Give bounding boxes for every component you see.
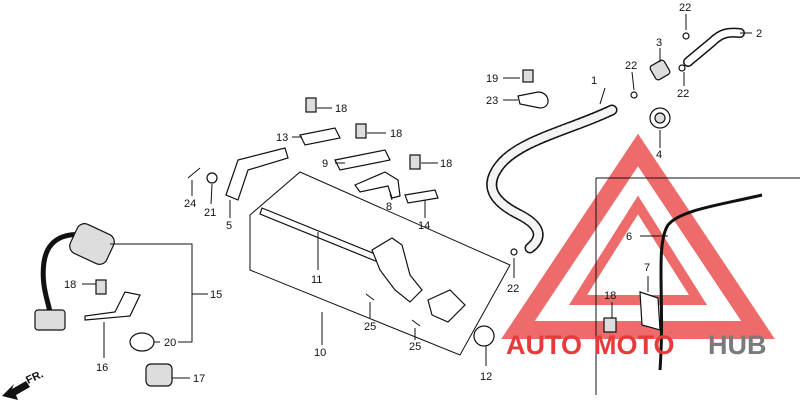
label-18-b: 18 (390, 128, 402, 140)
connector-15 (34, 309, 66, 331)
watermark-part2: MOTO (594, 330, 675, 360)
bolt-18-a (305, 97, 317, 113)
bolt-18-left (95, 279, 107, 295)
hose-1 (487, 106, 616, 252)
front-arrow-icon (2, 381, 30, 400)
ring-20 (129, 332, 155, 352)
plate-14 (404, 189, 439, 204)
arm-5 (225, 147, 289, 201)
watermark-text: AUTO MOTO HUB (506, 330, 767, 360)
label-22-right: 22 (677, 88, 689, 100)
label-2: 2 (756, 28, 762, 40)
label-18-a: 18 (335, 103, 347, 115)
label-14: 14 (418, 220, 430, 232)
label-1: 1 (591, 75, 597, 87)
bolt-18-right (603, 317, 617, 333)
watermark-logo (501, 133, 775, 339)
clip-22-mid (630, 91, 638, 99)
label-13: 13 (276, 132, 288, 144)
cap-12 (473, 325, 495, 347)
label-16: 16 (96, 362, 108, 374)
clip-22-right (678, 64, 686, 72)
shaft-11 (259, 207, 386, 265)
group-frame-right (595, 177, 800, 395)
bolt-18-b (355, 123, 367, 139)
bolt-19 (522, 69, 534, 83)
bracket-7 (639, 291, 661, 331)
linkage-10 (371, 237, 423, 303)
pin-25-a (365, 293, 375, 301)
clamp-23 (517, 91, 549, 109)
label-3: 3 (656, 37, 662, 49)
cable-6 (658, 193, 763, 371)
label-17: 17 (193, 373, 205, 385)
label-7: 7 (644, 262, 650, 274)
lever-10 (427, 289, 466, 323)
bracket-8 (354, 171, 401, 199)
label-22-bottom: 22 (507, 283, 519, 295)
label-9: 9 (322, 158, 328, 170)
label-15: 15 (210, 289, 222, 301)
washer-21 (206, 172, 218, 184)
label-22-mid: 22 (625, 60, 637, 72)
label-18-left: 18 (64, 279, 76, 291)
grommet-4-hole (654, 112, 666, 124)
watermark-part1: AUTO (506, 330, 582, 360)
grommet-17 (145, 363, 173, 387)
label-21: 21 (204, 207, 216, 219)
bolt-18-c (409, 154, 421, 170)
label-4: 4 (656, 149, 662, 161)
pin-24 (187, 167, 201, 179)
label-18-c: 18 (440, 158, 452, 170)
label-5: 5 (226, 220, 232, 232)
front-direction: FR. (2, 368, 45, 400)
label-11: 11 (311, 274, 322, 286)
clip-22-top (682, 32, 690, 40)
label-22-top: 22 (679, 2, 691, 14)
plate-13 (299, 127, 341, 146)
leader-lines (82, 14, 752, 379)
watermark-part3: HUB (708, 330, 767, 360)
part-labels: 1 2 3 4 5 6 7 8 9 10 11 12 13 14 15 16 1… (64, 2, 762, 385)
label-18-right: 18 (604, 290, 616, 302)
label-24: 24 (184, 198, 196, 210)
label-10: 10 (314, 347, 326, 359)
label-25-a: 25 (364, 321, 376, 333)
plate-9 (334, 149, 391, 171)
label-25-b: 25 (409, 341, 421, 353)
sensor-15 (69, 223, 115, 265)
label-19: 19 (486, 73, 498, 85)
hose-2 (684, 29, 744, 66)
clip-22-bottom (510, 248, 518, 256)
label-23: 23 (486, 95, 498, 107)
group-frame-10 (249, 171, 511, 356)
front-label: FR. (24, 368, 45, 386)
pin-25-b (411, 319, 421, 327)
bracket-16 (84, 291, 141, 321)
fuel-filter-3 (649, 59, 671, 81)
label-12: 12 (480, 371, 492, 383)
label-8: 8 (386, 201, 392, 213)
label-6: 6 (626, 231, 632, 243)
label-20: 20 (164, 337, 176, 349)
